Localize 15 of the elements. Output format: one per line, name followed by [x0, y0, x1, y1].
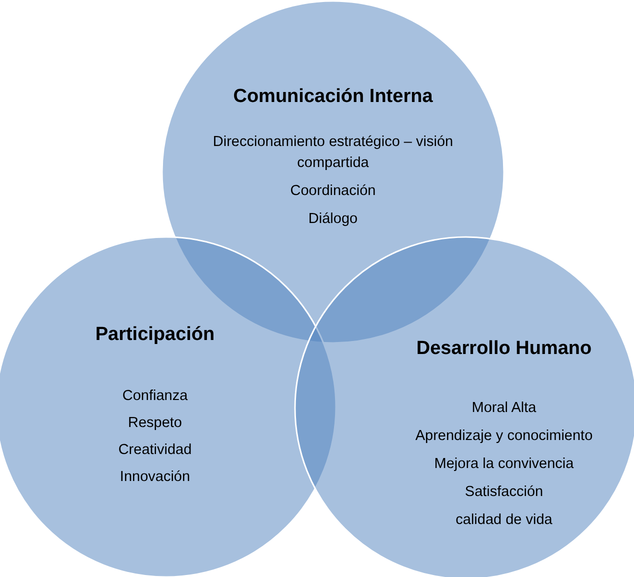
- circle-heading: Comunicación Interna: [232, 86, 434, 108]
- list-item: Respeto: [126, 414, 183, 433]
- list-item: Aprendizaje y conocimiento: [414, 427, 594, 446]
- list-item: Coordinación: [289, 182, 377, 201]
- list-item: Mejora la convivencia: [433, 455, 575, 474]
- list-item: Creatividad: [117, 441, 193, 460]
- list-item: Direccionamiento estratégico – visión compartida: [212, 133, 454, 173]
- circle-heading: Desarrollo Humano: [415, 338, 593, 360]
- list-item: Confianza: [121, 387, 189, 406]
- list-item: Satisfacción: [464, 483, 544, 502]
- circle-heading: Participación: [94, 324, 216, 346]
- list-item: Innovación: [118, 468, 192, 487]
- list-item: Moral Alta: [470, 399, 538, 418]
- list-item: Diálogo: [307, 210, 359, 229]
- list-item: calidad de vida: [454, 511, 554, 530]
